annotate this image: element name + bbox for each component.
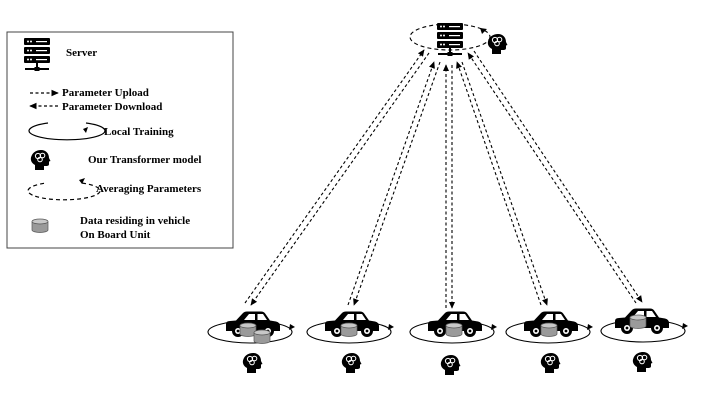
vehicle-3 — [409, 311, 497, 376]
download-link-1 — [250, 52, 430, 306]
vehicle-data-icon — [253, 329, 271, 344]
averaging-arrowhead-icon — [79, 178, 85, 184]
server-node — [409, 23, 508, 56]
vehicle-data-icon — [540, 322, 558, 337]
upload-link-2 — [347, 61, 435, 306]
loop-arrowhead-icon — [491, 324, 497, 330]
upload-link-1 — [244, 49, 425, 304]
vehicle-model-icon — [440, 354, 461, 376]
vehicle-1 — [207, 311, 295, 374]
local-training-arrowhead-icon — [83, 127, 88, 133]
connections — [244, 49, 643, 309]
data-cylinder-icon — [31, 218, 49, 233]
legend-model-label: Our Transformer model — [88, 154, 201, 166]
upload-link-5 — [467, 52, 637, 304]
legend-data-line1: Data residing in vehicle — [80, 215, 190, 227]
legend-data-line2: On Board Unit — [80, 229, 151, 241]
download-link-4 — [461, 61, 548, 306]
vehicle-model-icon — [341, 352, 362, 374]
vehicle-data-icon — [445, 322, 463, 337]
vehicle-model-icon — [632, 351, 653, 373]
legend-download-label: Parameter Download — [62, 101, 162, 113]
vehicle-data-icon — [239, 322, 257, 337]
vehicle-data-icon — [629, 314, 647, 329]
legend-upload-label: Parameter Upload — [62, 87, 149, 99]
vehicle-model-icon — [242, 352, 263, 374]
loop-arrowhead-icon — [289, 324, 295, 330]
server-model-icon — [487, 33, 508, 55]
vehicle-5 — [600, 308, 688, 373]
loop-arrowhead-icon — [388, 324, 394, 330]
legend-box: Server Parameter Upload Parameter Downlo… — [6, 31, 234, 249]
legend-averaging-label: Averaging Parameters — [96, 183, 202, 195]
loop-arrowhead-icon — [682, 323, 688, 329]
vehicle-data-icon — [340, 322, 358, 337]
download-link-2 — [353, 61, 441, 306]
averaging-loop-icon — [27, 182, 101, 201]
vehicle-4 — [505, 311, 593, 374]
vehicle-2 — [306, 311, 394, 374]
local-training-loop-icon — [28, 122, 106, 141]
vehicle-model-icon — [540, 352, 561, 374]
download-link-5 — [473, 50, 643, 303]
server-loop-arrowhead-icon — [480, 28, 487, 34]
legend-local-training-label: Local Training — [104, 126, 174, 138]
loop-arrowhead-icon — [587, 324, 593, 330]
central-server-icon — [437, 23, 463, 56]
legend-server-label: Server — [66, 47, 97, 59]
upload-link-4 — [456, 61, 542, 306]
